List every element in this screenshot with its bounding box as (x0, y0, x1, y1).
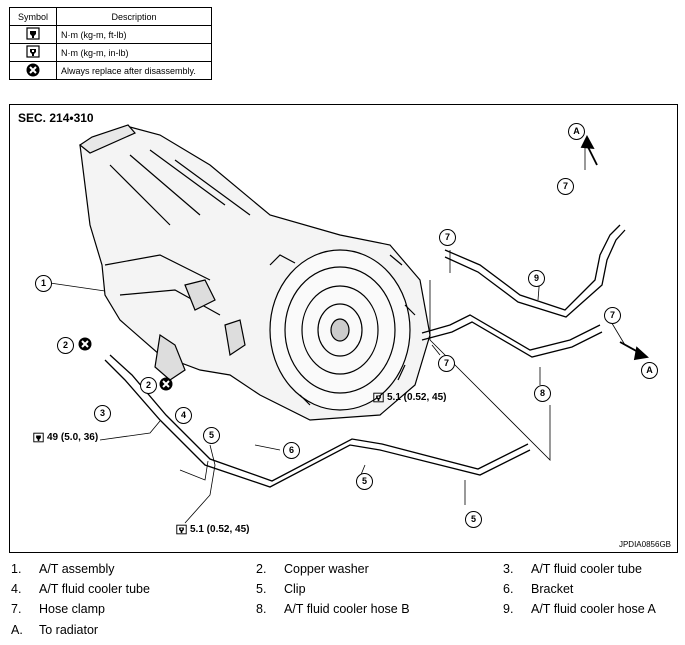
always-replace-icon (9, 61, 57, 80)
torque-label-49: 49 (5.0, 36) (33, 432, 98, 443)
legend-text: Hose clamp (39, 602, 105, 616)
diagram-frame: SEC. 214•310 JPDIA0856GB 1 2 2 3 4 5 5 5… (9, 104, 678, 553)
callout-5c: 5 (465, 511, 482, 528)
legend-num: 5. (256, 582, 267, 596)
callout-5a: 5 (203, 427, 220, 444)
legend-text: A/T assembly (39, 562, 115, 576)
legend-text: A/T fluid cooler hose B (284, 602, 410, 616)
always-replace-icon (159, 377, 173, 391)
torque-value: 49 (5.0, 36) (47, 432, 99, 443)
torque-value: 5.1 (0.52, 45) (190, 524, 250, 535)
legend-item: 2. Copper washer (256, 562, 369, 576)
legend-text: A/T fluid cooler hose A (531, 602, 656, 616)
figure-id: JPDIA0856GB (618, 540, 671, 549)
description-header: Description (56, 7, 212, 26)
legend-text: A/T fluid cooler tube (531, 562, 642, 576)
legend-text: Clip (284, 582, 306, 596)
callout-1: 1 (35, 275, 52, 292)
torque-wrench-inlb-icon (9, 43, 57, 62)
legend-item: 7. Hose clamp (11, 602, 105, 616)
to-radiator-arrows (580, 135, 649, 361)
legend-num: 4. (11, 582, 22, 596)
callout-a-right: A (641, 362, 658, 379)
symbol-desc-2: N·m (kg-m, in-lb) (56, 43, 212, 62)
callout-2b: 2 (140, 377, 157, 394)
always-replace-icon (78, 337, 92, 351)
legend-num: 3. (503, 562, 514, 576)
legend-num: 1. (11, 562, 22, 576)
legend-text: Copper washer (284, 562, 369, 576)
symbol-header: Symbol (9, 7, 57, 26)
legend-num: 2. (256, 562, 267, 576)
legend-item: 8. A/T fluid cooler hose B (256, 602, 410, 616)
legend-num: 8. (256, 602, 267, 616)
callout-2a: 2 (57, 337, 74, 354)
transmission-diagram (49, 124, 649, 524)
legend-num: 9. (503, 602, 514, 616)
legend-item: 4. A/T fluid cooler tube (11, 582, 150, 596)
callout-6: 6 (283, 442, 300, 459)
callout-7c: 7 (604, 307, 621, 324)
legend-text: A/T fluid cooler tube (39, 582, 150, 596)
torque-wrench-icon (9, 25, 57, 44)
legend-item: 9. A/T fluid cooler hose A (503, 602, 656, 616)
callout-7b: 7 (557, 178, 574, 195)
symbol-desc-3: Always replace after disassembly. (56, 61, 212, 80)
legend-num: 6. (503, 582, 514, 596)
callout-5b: 5 (356, 473, 373, 490)
torque-wrench-inlb-icon (373, 392, 384, 403)
torque-label-5-1-upper: 5.1 (0.52, 45) (373, 392, 446, 403)
legend-text: To radiator (39, 623, 99, 637)
callout-7a: 7 (439, 229, 456, 246)
legend-item: 3. A/T fluid cooler tube (503, 562, 642, 576)
torque-wrench-inlb-icon (176, 524, 187, 535)
section-label: SEC. 214•310 (18, 111, 94, 125)
legend-item: 5. Clip (256, 582, 306, 596)
symbol-desc-1: N·m (kg-m, ft-lb) (56, 25, 212, 44)
torque-value: 5.1 (0.52, 45) (387, 392, 447, 403)
leader-lines (49, 145, 626, 524)
symbol-table: Symbol Description N·m (kg-m, ft-lb) N·m… (9, 7, 212, 80)
legend-item: 6. Bracket (503, 582, 573, 596)
torque-label-5-1-lower: 5.1 (0.52, 45) (176, 524, 249, 535)
legend-num: 7. (11, 602, 22, 616)
callout-9: 9 (528, 270, 545, 287)
legend-item: A. To radiator (11, 623, 98, 637)
legend-text: Bracket (531, 582, 574, 596)
torque-wrench-icon (33, 432, 44, 443)
legend-item: 1. A/T assembly (11, 562, 115, 576)
callout-3: 3 (94, 405, 111, 422)
at-assembly-drawing (78, 124, 431, 421)
legend-num: A. (11, 623, 23, 637)
callout-8: 8 (534, 385, 551, 402)
callout-a-top: A (568, 123, 585, 140)
callout-4: 4 (175, 407, 192, 424)
callout-7d: 7 (438, 355, 455, 372)
